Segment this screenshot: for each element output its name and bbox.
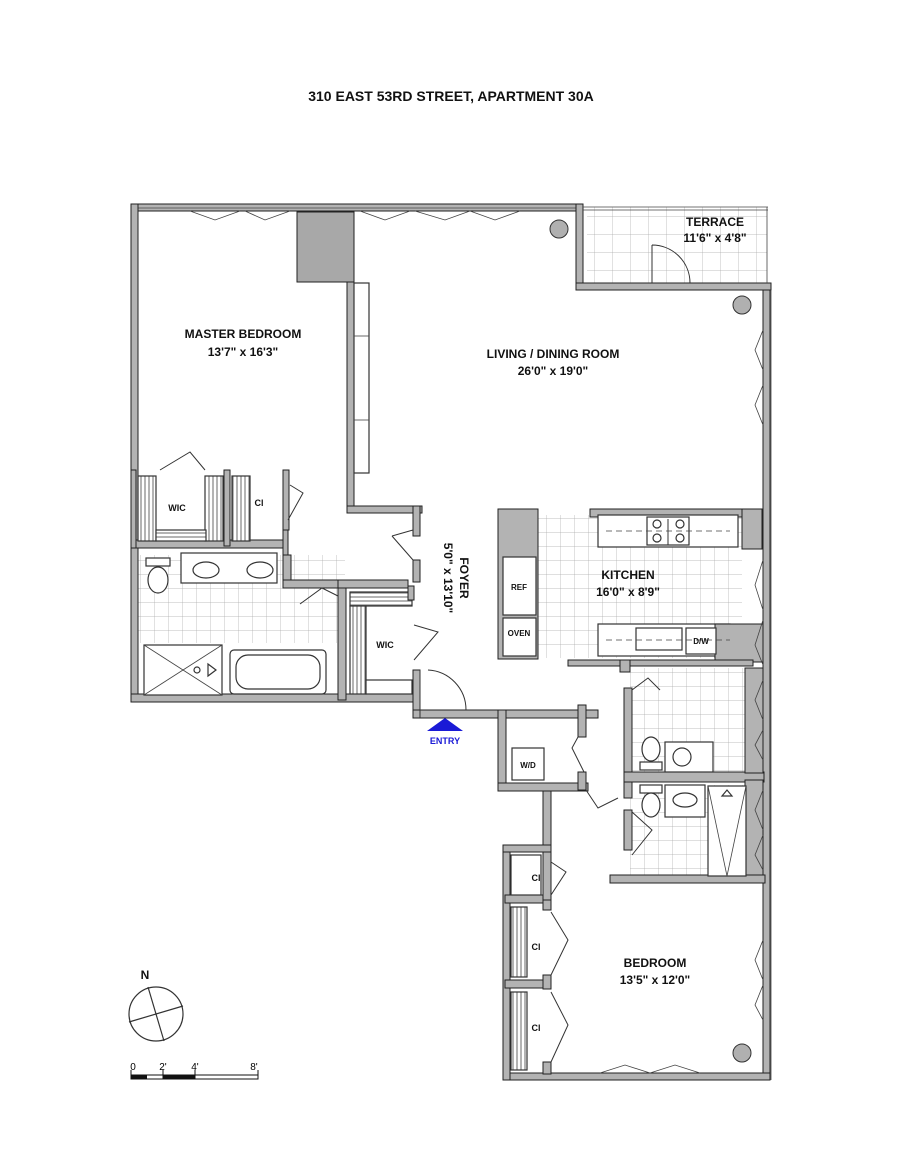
ref-label: REF: [511, 583, 527, 592]
partition-master-living: [346, 272, 355, 514]
shaft-block: [296, 211, 355, 283]
entry-label: ENTRY: [430, 736, 460, 746]
doors: [159, 244, 691, 1063]
scale-label-2: 2': [159, 1062, 167, 1073]
scale-label-0: 0: [130, 1062, 136, 1073]
terrace-wall: [575, 203, 584, 291]
dw-label: D/W: [693, 637, 709, 646]
bedroom-closet-1-label: Cl: [532, 873, 541, 883]
terrace-floor: [587, 207, 767, 283]
bath-2-fixtures: [639, 784, 747, 877]
wall-top: [130, 203, 579, 212]
kitchen-dims: 16'0" x 8'9": [596, 585, 660, 599]
master-wic-label: WIC: [168, 503, 186, 513]
wd-label: W/D: [520, 761, 536, 770]
bedroom-dims: 13'5" x 12'0": [620, 973, 690, 987]
master-bath-fixtures: [143, 552, 327, 696]
plan-title: 310 EAST 53RD STREET, APARTMENT 30A: [308, 88, 594, 104]
living-dining-dims: 26'0" x 19'0": [518, 364, 588, 378]
scale-label-4: 4': [191, 1062, 199, 1073]
master-bedroom-dims: 13'7" x 16'3": [208, 345, 278, 359]
bedroom-closet-2-label: Cl: [532, 942, 541, 952]
foyer-dims: 5'0" x 13'10": [441, 543, 455, 613]
terrace-label: TERRACE: [686, 215, 744, 229]
windows: [189, 210, 764, 1074]
living-dining-label: LIVING / DINING ROOM: [487, 347, 620, 361]
foyer-label: FOYER: [457, 557, 471, 599]
master-bedroom-label: MASTER BEDROOM: [185, 327, 302, 341]
wall-bedroom-left: [502, 844, 511, 1081]
master-closet-label: Cl: [255, 498, 264, 508]
wall-left: [130, 203, 139, 703]
foyer-wic-label: WIC: [376, 640, 394, 650]
compass-label: N: [141, 968, 150, 982]
compass-icon: [128, 986, 184, 1042]
bath-1-fixtures: [639, 736, 714, 773]
bedroom-closet-3-label: Cl: [532, 1023, 541, 1033]
scale-label-8: 8': [250, 1062, 258, 1073]
wall-right: [762, 289, 771, 1081]
terrace-dims: 11'6" x 4'8": [683, 231, 746, 245]
bedroom-label: BEDROOM: [624, 956, 687, 970]
column: [732, 1043, 752, 1063]
oven-label: OVEN: [508, 629, 531, 638]
column: [549, 219, 569, 239]
kitchen-label: KITCHEN: [601, 568, 654, 582]
scale-bar: [130, 1070, 259, 1080]
entry-arrow-icon: [427, 718, 463, 731]
column: [732, 295, 752, 315]
